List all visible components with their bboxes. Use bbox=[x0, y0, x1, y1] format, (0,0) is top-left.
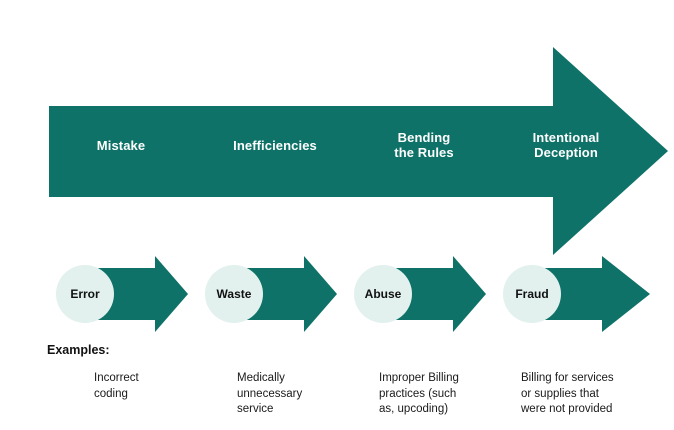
step-circle-waste bbox=[205, 265, 263, 323]
step-label-fraud: Fraud bbox=[515, 287, 549, 301]
step-circle-error bbox=[56, 265, 114, 323]
step-arrow-shape-waste bbox=[247, 256, 337, 332]
example-text-fraud: Billing for services or supplies that we… bbox=[521, 372, 614, 415]
continuum-arrow-graphic bbox=[49, 47, 668, 255]
step-label-abuse: Abuse bbox=[364, 287, 402, 301]
step-arrow-shape-fraud bbox=[545, 256, 650, 332]
example-text-error: Incorrect coding bbox=[94, 372, 139, 400]
stage-label-mistake: Mistake bbox=[96, 138, 146, 153]
step-arrows-graphic bbox=[56, 256, 650, 332]
example-text-abuse: Improper Billing practices (such as, upc… bbox=[379, 372, 459, 415]
stage-label-intentional-deception: Intentional Deception bbox=[532, 130, 600, 160]
stage-label-inefficiencies: Inefficiencies bbox=[233, 138, 317, 153]
step-label-waste: Waste bbox=[216, 287, 252, 301]
step-label-error: Error bbox=[70, 287, 100, 301]
continuum-arrow-shape bbox=[49, 47, 668, 255]
step-arrow-shape-abuse bbox=[396, 256, 486, 332]
step-arrow-shape-error bbox=[98, 256, 188, 332]
step-circle-abuse bbox=[354, 265, 412, 323]
example-text-waste: Medically unnecessary service bbox=[237, 372, 303, 415]
examples-heading: Examples: bbox=[47, 343, 110, 357]
step-circle-fraud bbox=[503, 265, 561, 323]
stage-label-bending-the-rules: Bending the Rules bbox=[394, 130, 454, 160]
